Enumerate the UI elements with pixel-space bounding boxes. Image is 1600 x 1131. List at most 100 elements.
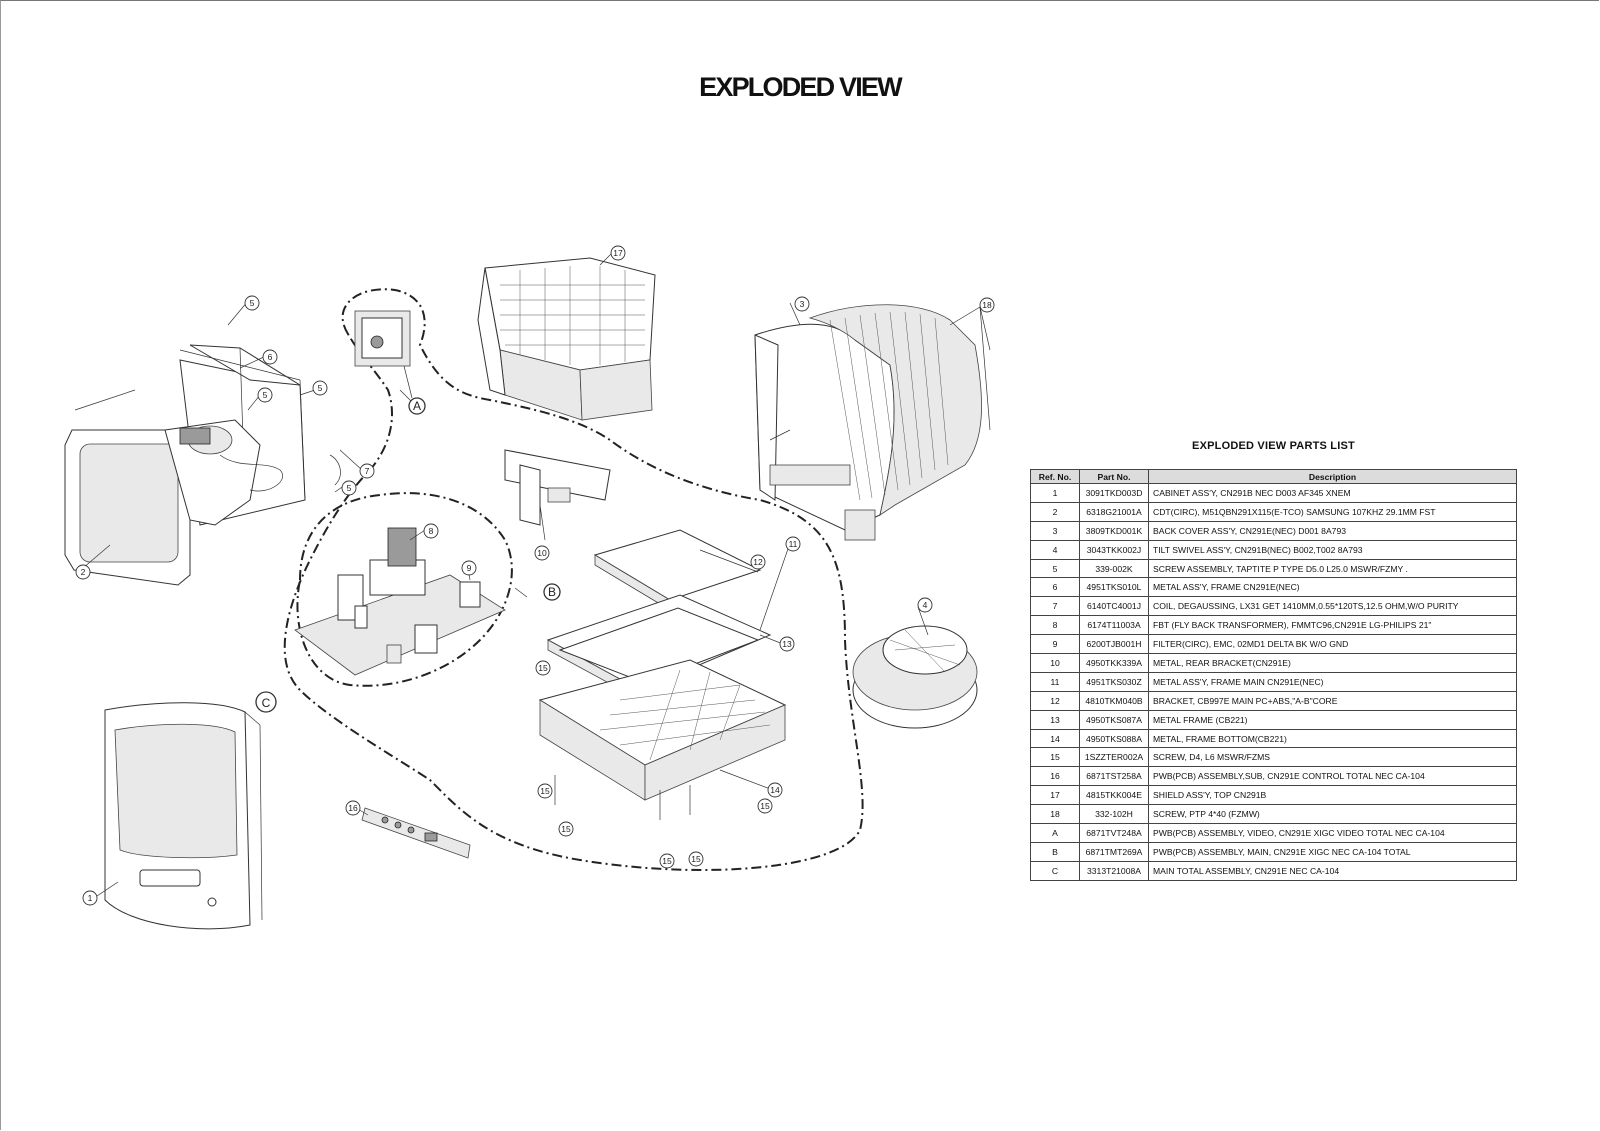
cell-desc: FBT (FLY BACK TRANSFORMER), FMMTC96,CN29… bbox=[1148, 615, 1517, 636]
cell-desc: METAL ASS'Y, FRAME MAIN CN291E(NEC) bbox=[1148, 671, 1517, 692]
callout-5-a: 5 bbox=[244, 295, 260, 311]
cell-part: 6871TST258A bbox=[1079, 766, 1149, 787]
cell-part: 6871TVT248A bbox=[1079, 823, 1149, 843]
cell-ref: 9 bbox=[1030, 634, 1080, 655]
callout-13: 13 bbox=[779, 636, 795, 652]
svg-text:15: 15 bbox=[662, 856, 672, 866]
main-pcb-b bbox=[294, 527, 506, 676]
cell-ref: 4 bbox=[1030, 539, 1080, 560]
cell-ref: 3 bbox=[1030, 520, 1080, 541]
cell-ref: 8 bbox=[1030, 615, 1080, 636]
svg-text:15: 15 bbox=[691, 854, 701, 864]
svg-text:B: B bbox=[548, 585, 556, 599]
page-title: EXPLODED VIEW bbox=[699, 72, 902, 102]
svg-text:5: 5 bbox=[347, 483, 352, 493]
crt-assembly bbox=[64, 344, 341, 586]
svg-text:17: 17 bbox=[613, 248, 623, 258]
svg-text:15: 15 bbox=[540, 786, 550, 796]
callout-2: 2 bbox=[75, 564, 91, 580]
cell-desc: METAL, FRAME BOTTOM(CB221) bbox=[1148, 728, 1517, 749]
callout-5-d: 5 bbox=[341, 480, 357, 496]
tilt-swivel-4 bbox=[852, 625, 978, 729]
callout-4: 4 bbox=[917, 597, 933, 613]
cell-part: 4951TKS010L bbox=[1079, 577, 1149, 598]
svg-text:14: 14 bbox=[770, 785, 780, 795]
cell-desc: PWB(PCB) ASSEMBLY, VIDEO, CN291E XIGC VI… bbox=[1148, 823, 1517, 843]
rear-bracket-10 bbox=[504, 449, 611, 541]
frame-stack bbox=[538, 529, 787, 820]
cell-desc: COIL, DEGAUSSING, LX31 GET 1410MM,0.55*1… bbox=[1148, 596, 1517, 617]
svg-text:12: 12 bbox=[753, 557, 763, 567]
header-ref: Ref. No. bbox=[1030, 469, 1080, 484]
svg-text:7: 7 bbox=[365, 466, 370, 476]
cell-part: 3313T21008A bbox=[1079, 860, 1149, 881]
cell-ref: 6 bbox=[1030, 577, 1080, 598]
cell-desc: METAL FRAME (CB221) bbox=[1148, 709, 1517, 730]
svg-text:6: 6 bbox=[268, 352, 273, 362]
callout-15-d: 15 bbox=[659, 853, 675, 869]
cell-desc: MAIN TOTAL ASSEMBLY, CN291E NEC CA-104 bbox=[1148, 860, 1517, 881]
header-part: Part No. bbox=[1079, 469, 1149, 484]
shield-top-17 bbox=[477, 257, 656, 421]
callout-3: 3 bbox=[794, 296, 810, 312]
cell-part: 4950TKS087A bbox=[1079, 709, 1149, 730]
callout-c: C bbox=[255, 691, 277, 713]
cell-ref: 17 bbox=[1030, 785, 1080, 806]
callout-10: 10 bbox=[534, 545, 550, 561]
cell-desc: TILT SWIVEL ASS'Y, CN291B(NEC) B002,T002… bbox=[1148, 539, 1517, 560]
svg-text:5: 5 bbox=[263, 390, 268, 400]
cell-part: 6318G21001A bbox=[1079, 501, 1149, 522]
svg-text:5: 5 bbox=[250, 298, 255, 308]
callout-9: 9 bbox=[461, 560, 477, 576]
svg-text:8: 8 bbox=[429, 526, 434, 536]
cell-ref: 5 bbox=[1030, 558, 1080, 579]
main-pcb-boundary bbox=[296, 492, 513, 687]
cell-part: 6200TJB001H bbox=[1079, 634, 1149, 655]
cell-ref: 10 bbox=[1030, 653, 1080, 673]
callout-8: 8 bbox=[423, 523, 439, 539]
cell-ref: 18 bbox=[1030, 804, 1080, 825]
cell-ref: 2 bbox=[1030, 501, 1080, 522]
cell-desc: BACK COVER ASS'Y, CN291E(NEC) D001 8A793 bbox=[1148, 520, 1517, 541]
cell-ref: 13 bbox=[1030, 709, 1080, 730]
callout-15-b: 15 bbox=[537, 783, 553, 799]
cell-part: 3809TKD001K bbox=[1079, 520, 1149, 541]
callout-7: 7 bbox=[359, 463, 375, 479]
callout-11: 11 bbox=[785, 536, 801, 552]
cell-part: 4815TKK004E bbox=[1079, 785, 1149, 806]
cell-desc: FILTER(CIRC), EMC, 02MD1 DELTA BK W/O GN… bbox=[1148, 634, 1517, 655]
cell-ref: 15 bbox=[1030, 747, 1080, 768]
callout-12: 12 bbox=[750, 554, 766, 570]
main-assembly-boundary bbox=[283, 288, 864, 871]
svg-text:15: 15 bbox=[760, 801, 770, 811]
cell-ref: 1 bbox=[1030, 483, 1080, 503]
cell-desc: CDT(CIRC), M51QBN291X115(E-TCO) SAMSUNG … bbox=[1148, 501, 1517, 522]
header-description: Description bbox=[1148, 469, 1517, 484]
svg-text:11: 11 bbox=[789, 539, 798, 549]
cell-desc: SCREW, D4, L6 MSWR/FZMS bbox=[1148, 747, 1517, 768]
cell-ref: 12 bbox=[1030, 690, 1080, 711]
svg-text:4: 4 bbox=[923, 600, 928, 610]
svg-text:15: 15 bbox=[561, 824, 571, 834]
back-cover-3 bbox=[754, 304, 982, 541]
cell-ref: B bbox=[1030, 841, 1080, 862]
callout-17: 17 bbox=[610, 245, 626, 261]
callout-1: 1 bbox=[82, 890, 98, 906]
parts-list-title: EXPLODED VIEW PARTS LIST bbox=[1192, 440, 1355, 452]
svg-text:5: 5 bbox=[318, 383, 323, 393]
